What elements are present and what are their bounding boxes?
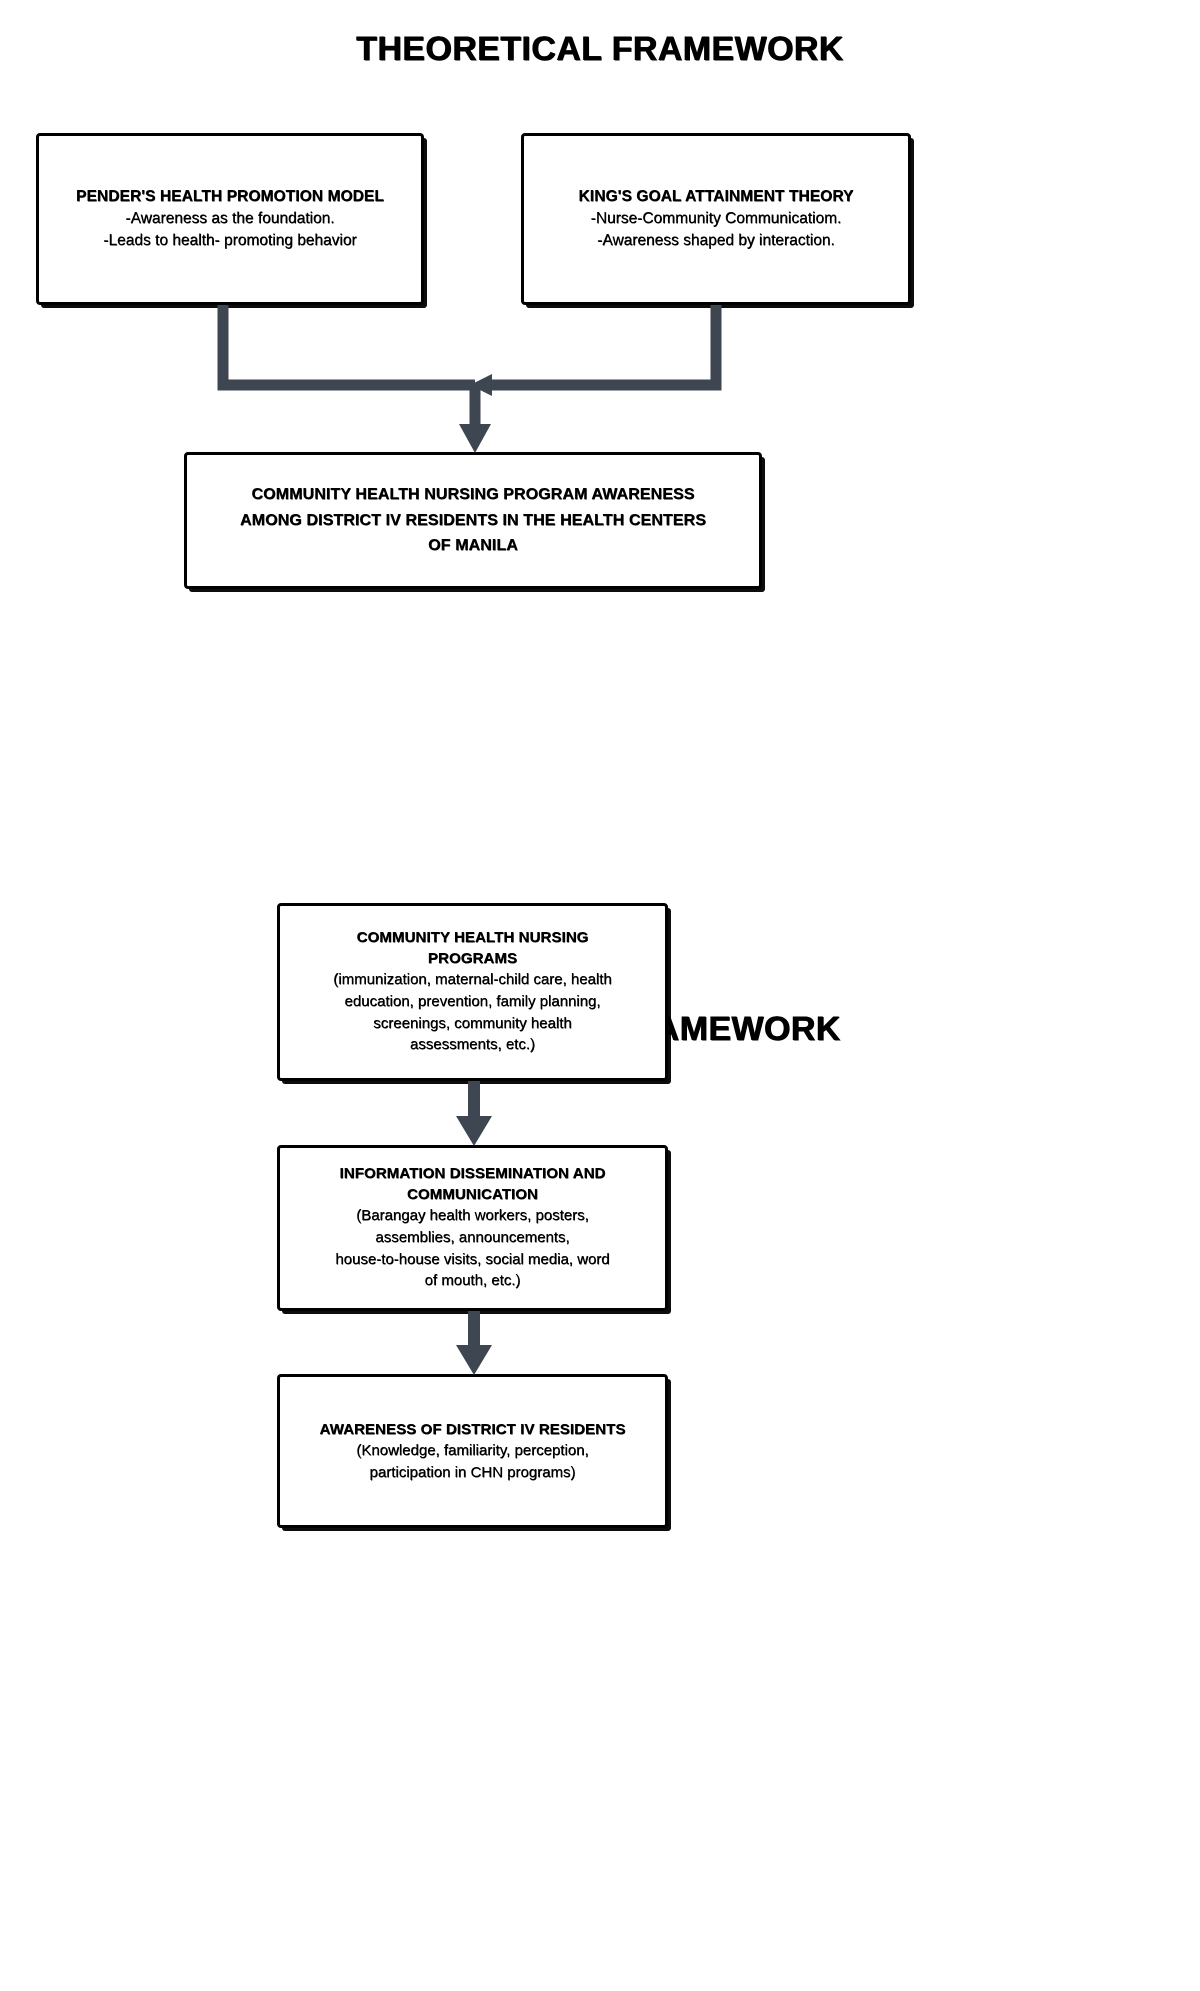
king-box-title: KING'S GOAL ATTAINMENT THEORY xyxy=(578,187,854,205)
awareness-box-title: AWARENESS OF DISTRICT IV RESIDENTS xyxy=(319,1420,626,1438)
info-dissem-body-line-2: assemblies, announcements, xyxy=(375,1228,570,1246)
outcome-box-line-3: OF MANILA xyxy=(428,537,518,555)
connector-junction-to-outcome-box xyxy=(459,385,491,453)
info-dissem-body-line-1: (Barangay health workers, posters, xyxy=(356,1207,589,1225)
info-dissem-body-line-4: of mouth, etc.) xyxy=(424,1272,521,1290)
outcome-box-line-1: COMMUNITY HEALTH NURSING PROGRAM AWARENE… xyxy=(251,485,695,503)
connector-programs-to-dissemination xyxy=(456,1081,492,1146)
king-box-line-2: -Awareness shaped by interaction. xyxy=(597,232,835,249)
down-arrowhead-icon xyxy=(459,424,491,453)
connector-king-to-outcome xyxy=(470,305,722,396)
connector-pender-to-outcome xyxy=(217,305,475,391)
chn-programs-box: COMMUNITY HEALTH NURSING PROGRAMS (immun… xyxy=(277,903,668,1081)
pender-box-title: PENDER'S HEALTH PROMOTION MODEL xyxy=(76,187,384,205)
connector-dissemination-to-awareness xyxy=(456,1311,492,1375)
chn-programs-body-line-1: (immunization, maternal-child care, heal… xyxy=(333,971,612,989)
chn-programs-title-line-2: PROGRAMS xyxy=(427,949,518,967)
awareness-box-body-line-1: (Knowledge, familiarity, perception, xyxy=(356,1441,589,1459)
info-dissem-title-line-1: INFORMATION DISSEMINATION AND xyxy=(339,1164,606,1182)
outcome-box-line-2: AMONG DISTRICT IV RESIDENTS IN THE HEALT… xyxy=(240,511,706,529)
left-arrowhead-icon xyxy=(470,374,492,396)
chn-programs-body-line-4: assessments, etc.) xyxy=(409,1036,536,1054)
pender-health-promotion-model-box: PENDER'S HEALTH PROMOTION MODEL -Awarene… xyxy=(36,133,424,305)
chn-programs-title-line-1: COMMUNITY HEALTH NURSING xyxy=(356,928,589,946)
chn-programs-body-line-3: screenings, community health xyxy=(373,1014,572,1032)
info-dissem-title-line-2: COMMUNICATION xyxy=(406,1185,538,1203)
theoretical-framework-heading: THEORETICAL FRAMEWORK xyxy=(356,30,844,68)
awareness-box-body-line-2: participation in CHN programs) xyxy=(369,1463,576,1481)
down-arrowhead-icon xyxy=(456,1116,492,1146)
down-arrowhead-icon xyxy=(456,1345,492,1375)
pender-box-line-1: -Awareness as the foundation. xyxy=(125,209,335,227)
king-goal-attainment-theory-box: KING'S GOAL ATTAINMENT THEORY -Nurse-Com… xyxy=(521,133,911,305)
chn-programs-body-line-2: education, prevention, family planning, xyxy=(344,992,601,1010)
awareness-of-residents-box: AWARENESS OF DISTRICT IV RESIDENTS (Know… xyxy=(277,1374,668,1528)
pender-box-line-2: -Leads to health- promoting behavior xyxy=(103,232,357,249)
king-box-line-1: -Nurse-Community Communicatiom. xyxy=(590,209,842,227)
theoretical-outcome-box: COMMUNITY HEALTH NURSING PROGRAM AWARENE… xyxy=(184,452,762,589)
information-dissemination-box: INFORMATION DISSEMINATION AND COMMUNICAT… xyxy=(277,1145,668,1311)
info-dissem-body-line-3: house-to-house visits, social media, wor… xyxy=(335,1250,610,1268)
